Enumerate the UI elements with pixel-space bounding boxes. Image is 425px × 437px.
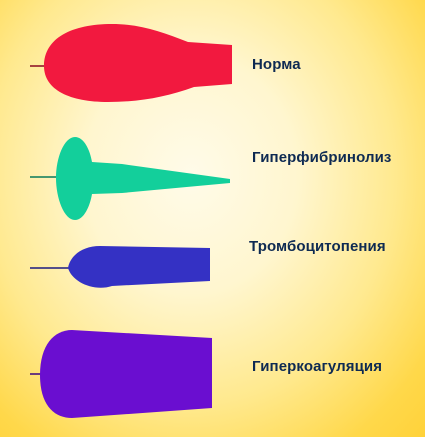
shape-norma [30,24,232,102]
shape-hyperfibrinolysis [30,137,230,220]
label-hypercoagulation: Гиперкоагуляция [252,358,382,375]
shape-hyperfibrinolysis-body [56,137,230,220]
shape-hypercoagulation-body [40,330,212,418]
label-norma: Норма [252,56,301,73]
shape-norma-body [44,24,232,102]
shape-thrombocytopenia-body [68,246,210,288]
shape-hypercoagulation [30,330,212,418]
label-thrombocytopenia: Тромбоцитопения [249,238,386,255]
label-hyperfibrinolysis: Гиперфибринолиз [252,149,391,166]
shape-thrombocytopenia [30,246,210,288]
